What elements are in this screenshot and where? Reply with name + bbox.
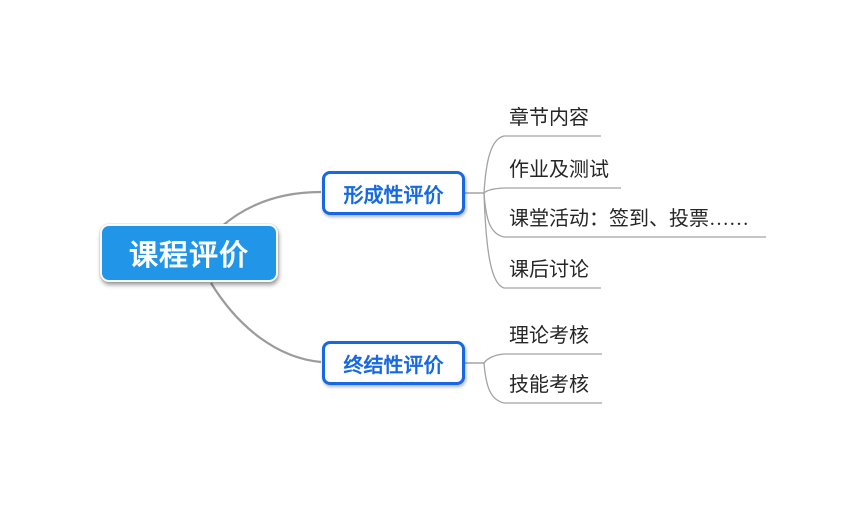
- connector-branch1-leaf2-underline: [483, 187, 621, 194]
- connector-branch2-leaf1-underline: [483, 353, 602, 364]
- connector-branch1-leaf4-underline: [483, 192, 601, 289]
- connector-branch1-leaf1-underline: [483, 135, 601, 194]
- connector-root-to-branch1: [220, 190, 322, 228]
- leaf-topic-theory-assessment[interactable]: 理论考核: [509, 325, 589, 347]
- leaf-topic-class-activities[interactable]: 课堂活动：签到、投票……: [509, 208, 749, 230]
- root-topic-label: 课程评价: [128, 240, 249, 272]
- leaf-topic-after-class-discussion[interactable]: 课后讨论: [509, 259, 589, 281]
- branch-topic-label: 形成性评价: [343, 184, 444, 207]
- leaf-topic-chapter-content[interactable]: 章节内容: [509, 107, 589, 129]
- connector-branch2-leaf2-underline: [483, 362, 602, 404]
- leaf-topic-skill-assessment[interactable]: 技能考核: [509, 374, 589, 396]
- branch-topic-summative-evaluation[interactable]: 终结性评价: [322, 341, 465, 385]
- branch-topic-label: 终结性评价: [343, 354, 444, 377]
- branch-topic-formative-evaluation[interactable]: 形成性评价: [322, 171, 465, 215]
- root-topic-course-evaluation[interactable]: 课程评价: [100, 224, 278, 282]
- connector-root-to-branch2: [210, 282, 322, 364]
- leaf-topic-homework-and-tests[interactable]: 作业及测试: [509, 159, 609, 181]
